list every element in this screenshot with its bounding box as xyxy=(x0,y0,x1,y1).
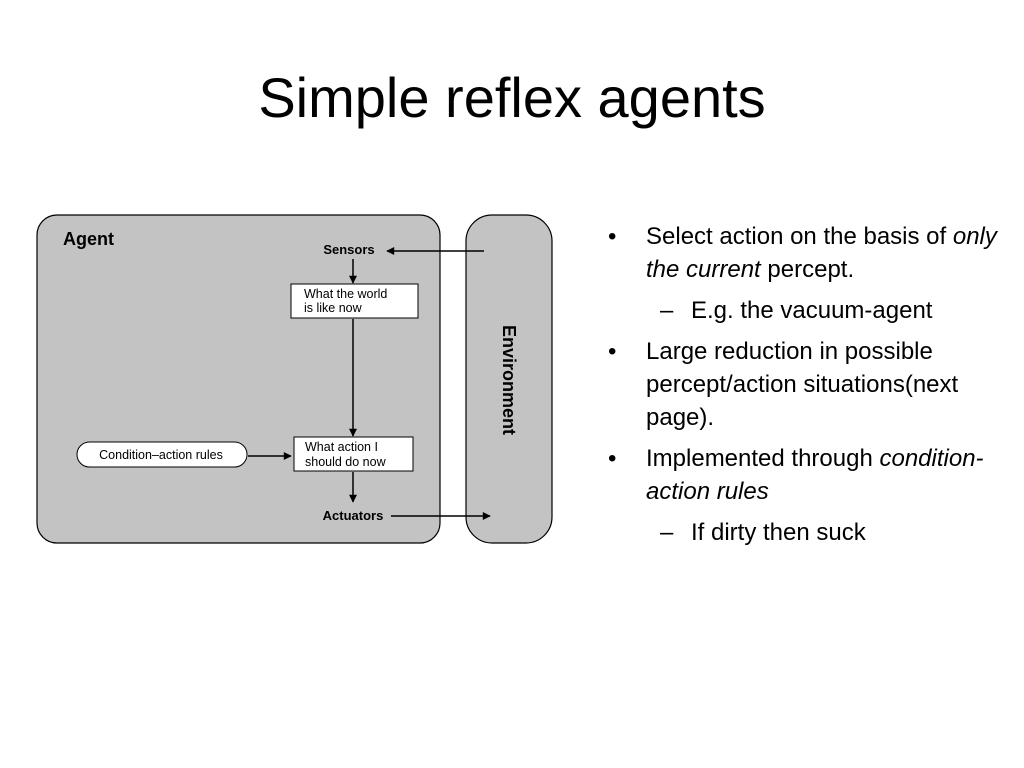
world-state-line2: is like now xyxy=(304,301,363,315)
bullet-list: Select action on the basis of only the c… xyxy=(608,220,1018,557)
action-box-line1: What action I xyxy=(305,440,378,454)
sub-bullet-item: If dirty then suck xyxy=(608,516,1018,549)
agent-label: Agent xyxy=(63,229,114,249)
environment-label: Environment xyxy=(499,325,519,435)
actuators-label: Actuators xyxy=(323,508,384,523)
rules-oval xyxy=(76,441,248,468)
bullet-text-segment: E.g. the vacuum-agent xyxy=(691,297,933,324)
bullet-text-segment: Select action on the basis of xyxy=(646,223,953,250)
bullet-text-segment: percept. xyxy=(760,256,855,283)
rules-label: Condition–action rules xyxy=(99,448,223,462)
bullet-item: Select action on the basis of only the c… xyxy=(608,220,1018,286)
agent-box xyxy=(36,214,441,544)
bullet-text-segment: If dirty then suck xyxy=(691,519,866,546)
bullet-text-segment: Implemented through xyxy=(646,445,880,472)
bullet-item: Implemented through condition-action rul… xyxy=(608,442,1018,508)
sensors-label: Sensors xyxy=(323,242,374,257)
action-box-line2: should do now xyxy=(305,455,387,469)
environment-box xyxy=(465,214,553,544)
world-state-line1: What the world xyxy=(304,287,387,301)
world-state-box xyxy=(290,283,419,319)
bullet-text-segment: only the current xyxy=(646,223,997,283)
bullet-text-segment: condition-action rules xyxy=(646,445,984,505)
slide-title: Simple reflex agents xyxy=(258,66,766,129)
sub-bullet-item: E.g. the vacuum-agent xyxy=(608,294,1018,327)
action-box xyxy=(293,436,414,472)
bullet-text-segment: Large reduction in possible percept/acti… xyxy=(646,338,959,431)
bullet-item: Large reduction in possible percept/acti… xyxy=(608,335,1018,434)
